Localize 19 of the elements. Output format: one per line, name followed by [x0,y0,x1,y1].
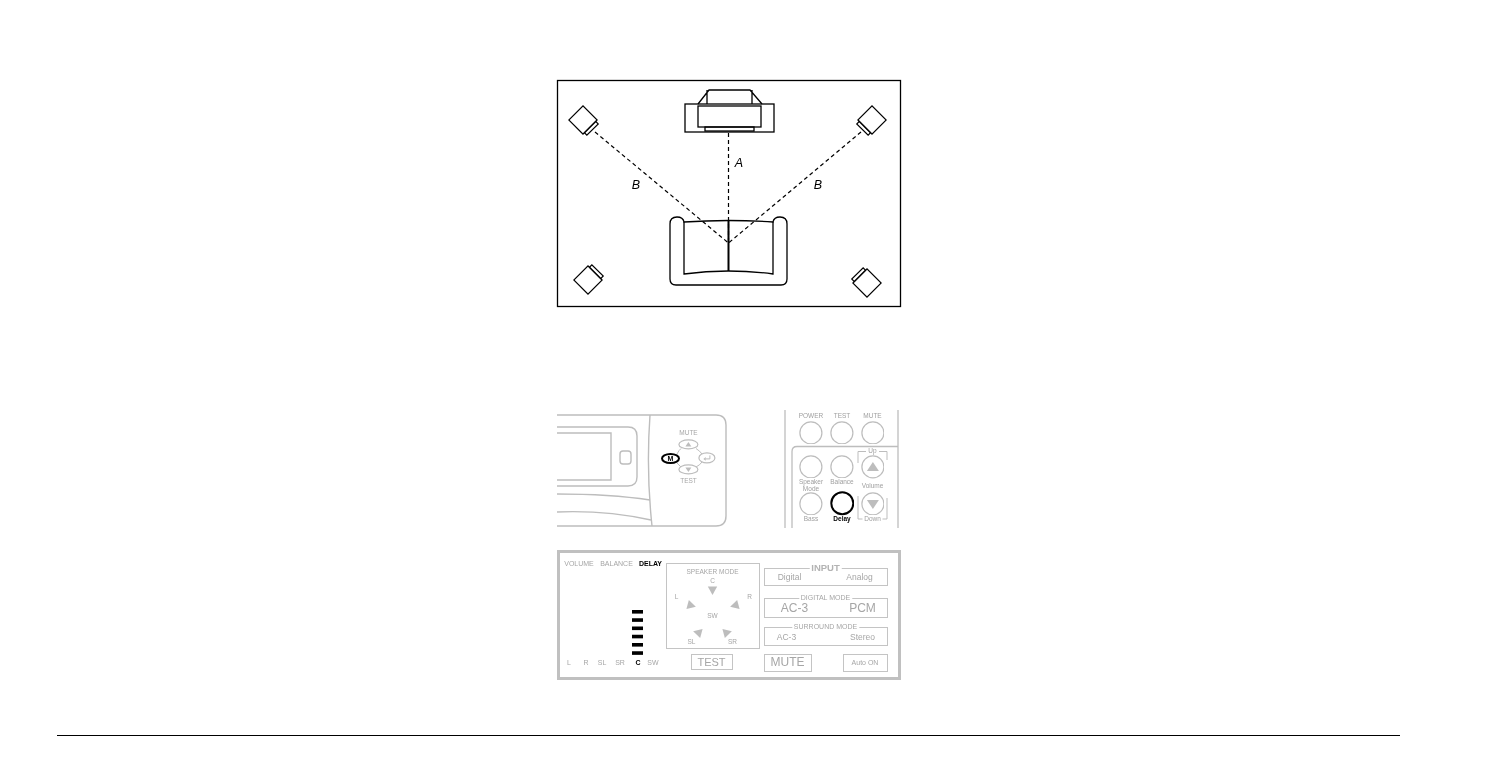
display-section [666,563,760,649]
option-label: Stereo [850,632,875,643]
option-label: Analog [846,572,873,583]
indicator-frame [843,654,888,672]
indicator-frame [691,654,733,670]
display-section [764,627,888,646]
section-heading: INPUT [809,562,842,573]
indicator-label: TEST [697,655,726,668]
display-panel [557,550,901,680]
indicator-frame [764,654,812,672]
indicator-label: MUTE [770,655,805,670]
dimension-label: A [734,157,744,171]
option-label: PCM [849,601,876,616]
display-section [764,598,888,618]
option-label: Digital [777,572,802,583]
dimension-label: B [631,179,641,193]
option-label: AC-3 [780,601,809,616]
dimension-label: B [813,179,823,193]
option-label: AC-3 [776,632,797,643]
